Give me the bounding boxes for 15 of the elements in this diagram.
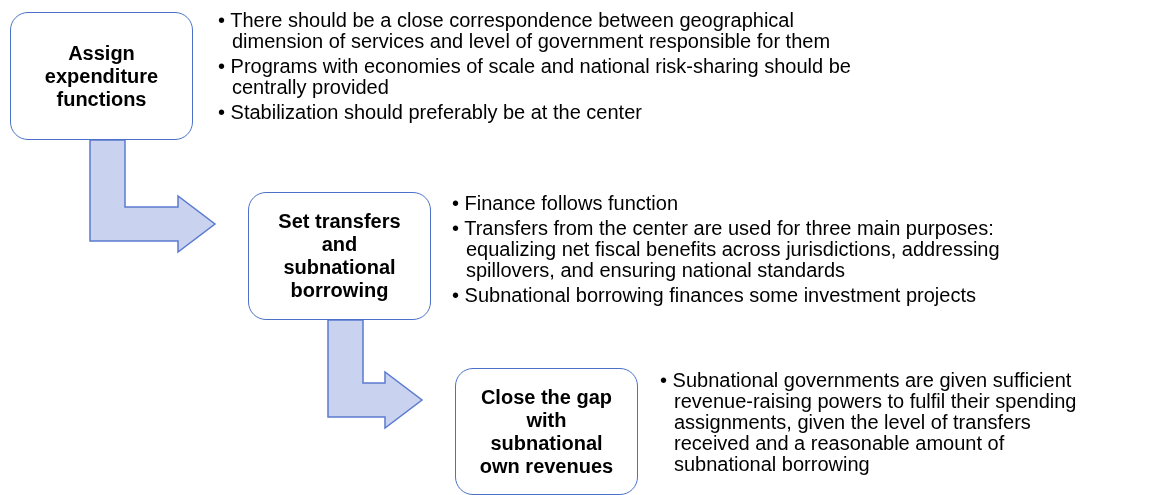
bullet-point: • Subnational borrowing finances some investment projects [452,285,977,306]
block-arrow [89,139,217,254]
bullet-point: • Stabilization should preferably be at the center [218,102,643,123]
step-box [10,12,193,140]
step-title: Assign expenditure functions [43,41,160,111]
step-box [455,368,638,495]
bullet-point: • There should be a close correspondence between geographical dimension of services and level of government responsible for them [218,10,832,52]
step-title: Close the gap with subnational own revenues [478,385,615,478]
bullet-point: • Subnational governments are given sufficient revenue-raising powers to fulfil their spending assignments, given the level of transfers received and a reasonable amount of subnational borrowing [660,370,1078,475]
bullet-point: • Transfers from the center are used for three main purposes: equalizing net fiscal benefits across jurisdictions, addressing spillovers, and ensuring national standards [452,218,1001,281]
bullet-point: • Programs with economies of scale and national risk-sharing should be centrally provided [218,56,852,98]
bullet-point: • Finance follows function [452,193,679,214]
step-box [248,192,431,320]
step-title: Set transfers and subnational borrowing [277,210,402,302]
block-arrow [327,319,424,430]
